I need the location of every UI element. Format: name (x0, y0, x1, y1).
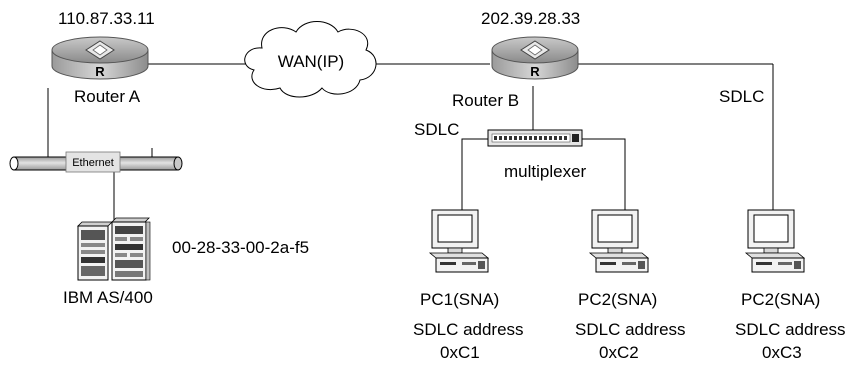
pc-3-name: PC2(SNA) (741, 290, 820, 309)
sdlc-right-label: SDLC (719, 87, 764, 106)
cloud-icon (244, 21, 377, 98)
pc-1-address: 0xC1 (440, 343, 480, 362)
host-name: IBM AS/400 (63, 288, 153, 307)
pc-3-address: 0xC3 (762, 343, 802, 362)
router-b-name: Router B (452, 91, 519, 110)
link-mux-pc1 (461, 138, 488, 210)
computer-icon (744, 209, 806, 273)
pc-1-name: PC1(SNA) (420, 290, 499, 309)
server-icon (77, 217, 151, 281)
ethernet-bus-icon (9, 151, 183, 173)
router-icon: R (491, 36, 579, 80)
pc-1-address-label: SDLC address (413, 320, 524, 339)
host-mac-address: 00-28-33-00-2a-f5 (172, 238, 309, 257)
router-a-glyph: R (95, 64, 105, 79)
pc-2-address-label: SDLC address (575, 320, 686, 339)
sdlc-left-label: SDLC (414, 120, 459, 139)
multiplexer-icon (487, 129, 583, 147)
multiplexer-label: multiplexer (504, 162, 587, 181)
router-icon: R (51, 36, 149, 80)
pc-3-address-label: SDLC address (735, 320, 846, 339)
ethernet-label: Ethernet (72, 157, 114, 169)
multiplexer: multiplexer (487, 129, 587, 181)
wan-cloud: WAN(IP) (244, 21, 377, 98)
router-b-glyph: R (530, 64, 540, 79)
router-b-ip: 202.39.28.33 (481, 9, 580, 28)
pc-2: PC2(SNA) SDLC address 0xC2 (575, 209, 686, 362)
ethernet-bus: Ethernet (9, 151, 183, 173)
computer-icon (588, 209, 650, 273)
wan-label: WAN(IP) (278, 52, 344, 71)
router-a-name: Router A (74, 87, 141, 106)
router-a-ip: 110.87.33.11 (58, 9, 155, 28)
router-b: 202.39.28.33 R Router B (452, 9, 580, 110)
pc-2-name: PC2(SNA) (578, 290, 657, 309)
pc-2-address: 0xC2 (599, 343, 639, 362)
pc-1: PC1(SNA) SDLC address 0xC1 (413, 209, 524, 362)
link-mux-pc2 (582, 138, 626, 210)
ibm-as400-host: 00-28-33-00-2a-f5 IBM AS/400 (63, 217, 309, 307)
pc-3: PC2(SNA) SDLC address 0xC3 (735, 209, 846, 362)
router-a: 110.87.33.11 R Router A (51, 9, 155, 106)
computer-icon (428, 209, 490, 273)
connection-lines (47, 63, 774, 222)
